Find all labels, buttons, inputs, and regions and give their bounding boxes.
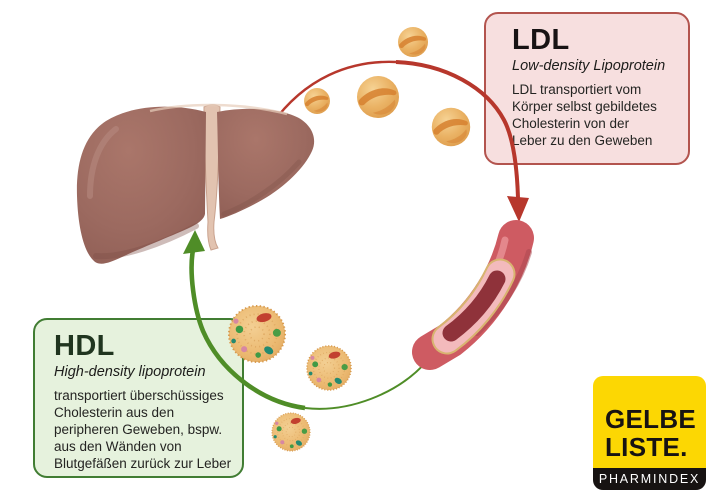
hdl-particle (271, 412, 311, 452)
logo-line1: GELBE (605, 404, 697, 434)
ldl-particle (398, 27, 428, 57)
hdl-info-card: HDL High-density lipoprotein transportie… (33, 318, 244, 478)
ldl-particle (357, 76, 399, 118)
hdl-particle (306, 345, 352, 391)
ldl-particle (431, 107, 471, 147)
hdl-description: transportiert überschüssiges Cholesterin… (54, 387, 232, 471)
liver-illustration (76, 103, 315, 264)
logo-wordmark: GELBE LISTE. (593, 376, 706, 468)
ldl-particle (304, 88, 330, 114)
ldl-title: LDL (512, 24, 570, 56)
hdl-subtitle: High-density lipoprotein (54, 363, 206, 380)
hdl-title: HDL (54, 330, 115, 362)
ldl-description: LDL transportiert vom Körper selbst gebi… (512, 81, 657, 148)
gelbe-liste-logo: GELBE LISTE. PHARMINDEX (593, 376, 706, 490)
logo-tagline: PHARMINDEX (593, 468, 706, 490)
ldl-subtitle: Low-density Lipoprotein (512, 57, 666, 74)
logo-line2: LISTE. (605, 431, 688, 462)
ldl-info-card: LDL Low-density Lipoprotein LDL transpor… (484, 12, 690, 165)
blood-vessel-illustration (412, 220, 534, 370)
